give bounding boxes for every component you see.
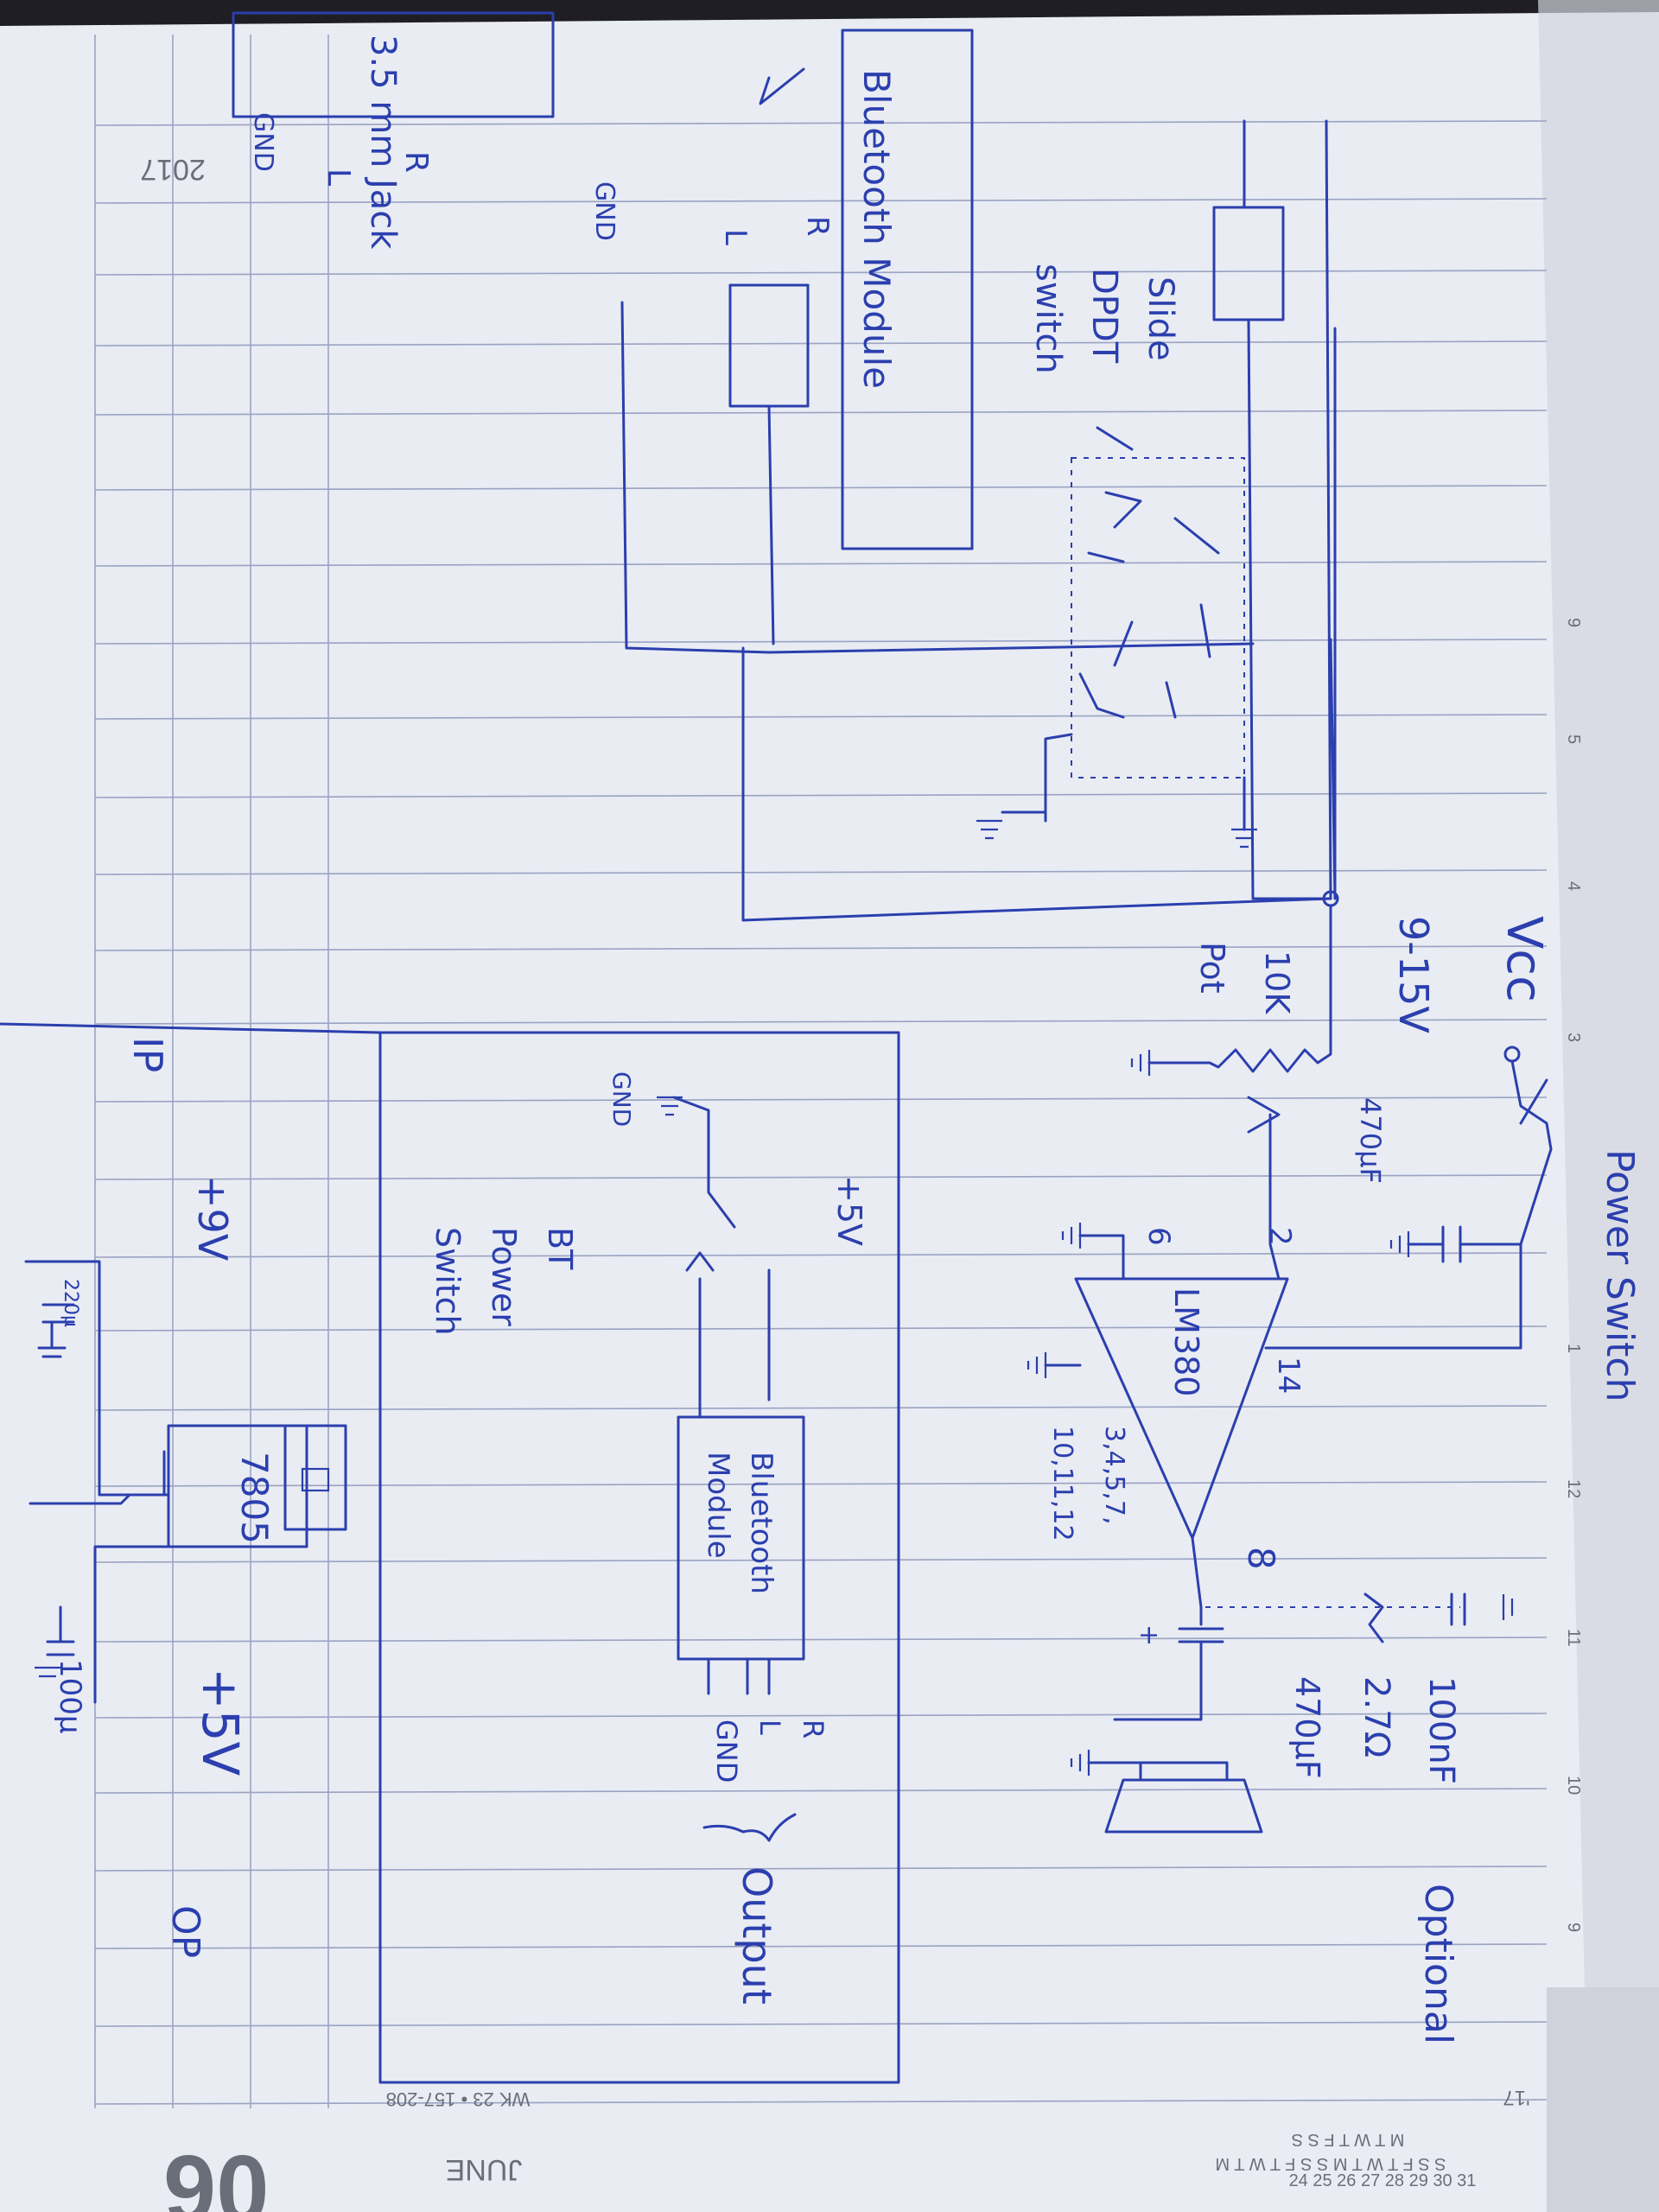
lm380-amplifier: LM380 2 6 14 8 3,4,5,7, 10,11,12 + [1027,1223,1522,1695]
regulator-tab [283,1424,347,1531]
switch-label-3: switch [1028,264,1068,374]
bt-switch-label-1: BT [541,1227,579,1270]
power-section: Vcc 9-15V Power Switch 470µF 10K Pot [1130,890,1642,1402]
month-label: JUNE [446,2153,523,2186]
optional-label: Optional [1416,1884,1460,2044]
hour-mark-6: 11 [1564,1629,1583,1647]
hour-mark-2: 4 [1564,881,1583,891]
bt-pin-gnd: GND [589,181,620,241]
cap-470uf-label: 470µF [1354,1097,1387,1184]
hour-mark-5: 12 [1564,1479,1583,1498]
out-gnd-label: GND [710,1719,743,1783]
bt-pin-r: R [800,216,835,237]
bt-switch-label-3: Switch [429,1227,467,1336]
ip-label: IP [124,1037,171,1072]
weekday-letters-2: M T W T F S S [1292,2130,1405,2149]
gnd-pins-2: 10,11,12 [1047,1426,1077,1541]
cap-100nf-label: 100nF [1421,1676,1461,1784]
reg-label: 7805 [233,1452,276,1544]
hour-mark-0: 9 [1564,618,1583,627]
pot-label-2: Pot [1193,942,1231,994]
input-wiring [620,119,1337,922]
jack-pin-r: R [398,151,434,173]
output-network: 100nF 2.7Ω 470µF Optional [1070,1592,1514,2044]
hour-mark-7: 10 [1564,1776,1583,1795]
ic-label: LM380 [1167,1287,1205,1397]
dpdt-switch: Slide DPDT switch [976,264,1257,849]
week-info: WK 23 • 157-208 [386,2088,531,2110]
hour-mark-4: 1 [1564,1344,1583,1353]
audio-jack-block: 3.5 mm Jack R L GND [232,11,555,250]
lm380-triangle [1074,1277,1289,1540]
op-label: OP [163,1905,207,1958]
planner-print: 2017 WK 23 • 157-208 '17 JUNE 06 S S F T… [140,153,1583,2212]
jack-label: 3.5 mm Jack [363,35,403,250]
date-big: 06 [163,2135,269,2212]
bt-module-label: Bluetooth Module [855,69,898,389]
vcc-label: Vcc [1496,916,1552,1002]
bt-plus5v-label: +5V [830,1175,868,1246]
dates-row: 24 25 26 27 28 29 30 31 [1289,2171,1477,2190]
pin-8-label: 8 [1240,1547,1282,1570]
weekday-letters: S S F T W T M S S F T W T M [1215,2154,1446,2173]
plus5v-op-label: +5V [191,1668,250,1776]
out-l-label: L [753,1719,786,1735]
ruled-lines [94,35,329,2108]
plus9v-label: +9V [189,1175,236,1262]
pin-2-label: 2 [1262,1227,1297,1246]
power-switch-label: Power Switch [1598,1149,1642,1402]
pin-6-label: 6 [1141,1227,1176,1246]
switch-label-1: Slide [1141,276,1180,361]
pin-14-label: 14 [1271,1357,1306,1394]
out-r-label: R [797,1719,830,1738]
hour-mark-8: 9 [1564,1923,1583,1932]
bt-module-label-2: Module [701,1452,735,1559]
horizontal-rules [94,120,1548,2105]
plus-sign-label: + [1134,1624,1164,1646]
hour-mark-1: 5 [1564,734,1583,744]
cap-220u-label: 220µ [60,1279,81,1327]
bt-power-block: +5V GND BT Power Switch Bluetooth Module… [0,1022,900,2084]
output-label: Output [734,1866,780,2005]
cap-100u-label: 100µ [53,1659,87,1734]
jack-pin-l: L [321,168,356,186]
bt-switch-label-2: Power [485,1227,523,1326]
regulator-body [167,1424,308,1548]
bt-module-label-1: Bluetooth [744,1452,779,1594]
vcc-range: 9-15V [1390,916,1437,1033]
jack-pin-gnd: GND [248,112,278,172]
hour-mark-3: 3 [1564,1033,1583,1042]
res-2-7-label: 2.7Ω [1357,1676,1396,1758]
regulator-block: IP +9V 220µ 7805 100µ +5V OP [24,1037,347,1958]
gnd-pins-1: 3,4,5,7, [1099,1426,1129,1525]
bt-gnd-label: GND [607,1071,636,1127]
year-label: 2017 [140,153,206,186]
switch-label-2: DPDT [1084,268,1124,364]
bt-pin-l: L [718,229,753,245]
pot-label-1: 10K [1258,950,1296,1014]
year-short: '17 [1503,2086,1529,2109]
cap-470uf-out-label: 470µF [1288,1676,1326,1779]
bt-module-box [677,1415,805,1661]
bluetooth-input-block: Bluetooth Module R L GND [589,29,974,550]
